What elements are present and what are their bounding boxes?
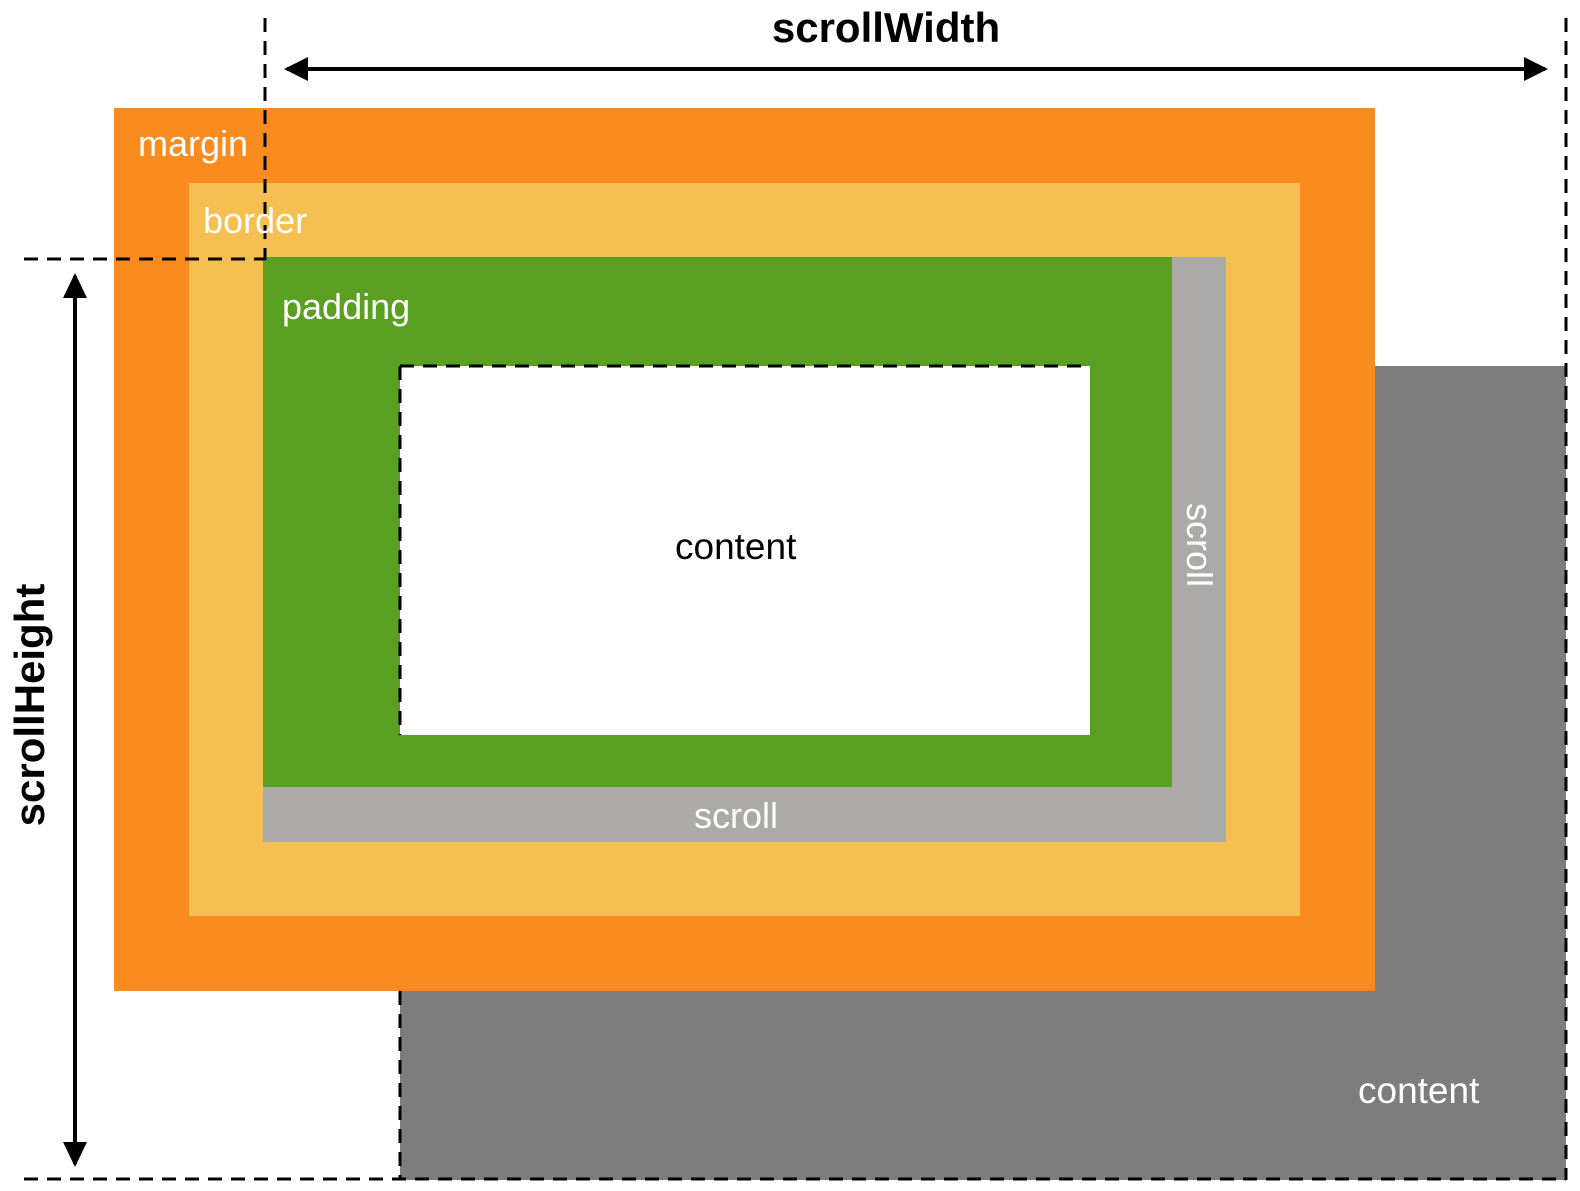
arrow-right-head-icon [1524, 57, 1548, 81]
horizontal-scroll-label: scroll [694, 795, 779, 836]
horizontal-scrollbar [263, 787, 1226, 842]
border-label: border [203, 200, 308, 241]
vertical-scrollbar [1172, 257, 1226, 842]
arrow-up-head-icon [63, 273, 87, 298]
vertical-scroll-label: scroll [1179, 502, 1220, 588]
arrow-down-head-icon [63, 1142, 87, 1167]
content-label: content [675, 526, 797, 567]
padding-label: padding [282, 286, 411, 327]
arrow-left-head-icon [284, 57, 308, 81]
overflow-content-label: content [1358, 1070, 1480, 1111]
scroll-height-label: scrollHeight [6, 583, 53, 827]
content-area [400, 366, 1090, 735]
scroll-width-label: scrollWidth [771, 4, 1001, 51]
margin-label: margin [138, 123, 249, 164]
